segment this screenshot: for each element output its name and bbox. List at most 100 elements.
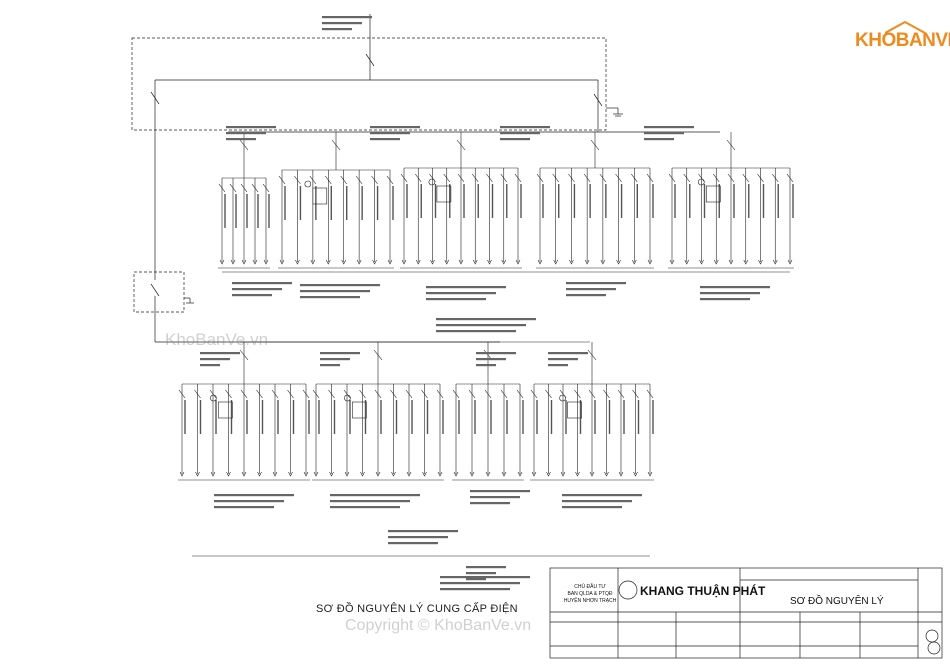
annotation-fineprint (548, 358, 578, 361)
annotation-fineprint (436, 318, 536, 321)
branch-arrow (344, 471, 350, 477)
title-block (549, 567, 943, 659)
branch-arrow (699, 259, 704, 265)
panel-main-breaker (456, 139, 466, 151)
branch-arrow (772, 259, 778, 265)
annotation-fineprint (548, 364, 568, 367)
annotation-fineprint (232, 288, 282, 291)
branch-arrow (437, 471, 443, 477)
lower-switchboard-frame (133, 271, 185, 313)
branch-arrow (618, 471, 624, 477)
annotation-fineprint (320, 358, 350, 361)
title-block-frame (549, 567, 943, 659)
branch-arrow (485, 471, 491, 477)
branch-arrow (313, 471, 319, 477)
annotation-fineprint (226, 138, 256, 141)
annotation-fineprint (470, 490, 530, 493)
annotation-fineprint (470, 502, 510, 505)
branch-arrow (600, 259, 606, 265)
branch-arrow (310, 259, 316, 265)
annotation-fineprint (700, 286, 770, 289)
annotation-fineprint (500, 138, 530, 141)
branch-arrow (743, 259, 749, 265)
annotation-fineprint (232, 294, 272, 297)
branch-arrow (341, 259, 346, 265)
annotation-fineprint (214, 506, 274, 509)
house-roof-icon (885, 20, 926, 34)
branch-arrow (531, 471, 537, 477)
branch-arrow (230, 259, 236, 265)
annotation-fineprint (232, 282, 292, 285)
branch-arrow (453, 471, 459, 477)
branch-arrow (517, 471, 523, 477)
annotation-fineprint (322, 22, 362, 25)
annotation-fineprint (322, 16, 372, 19)
meter-box (705, 185, 721, 203)
annotation-fineprint (440, 588, 510, 591)
branch-arrow (758, 259, 763, 265)
annotation-fineprint (200, 358, 230, 361)
annotation-fineprint (436, 330, 516, 333)
annotation-fineprint (476, 364, 496, 367)
branch-arrow (415, 259, 421, 265)
branch-arrow (252, 259, 258, 265)
panel-main-breaker (239, 349, 249, 361)
branch-arrow (179, 471, 185, 477)
annotation-fineprint (330, 494, 420, 497)
annotation-fineprint (322, 28, 352, 31)
annotation-fineprint (200, 364, 220, 367)
panel-main-breaker (587, 349, 597, 361)
panel-main-breaker (239, 139, 249, 151)
current-transformer (559, 394, 566, 402)
annotation-fineprint (320, 352, 360, 355)
annotation-fineprint (466, 572, 496, 575)
branch-arrow (430, 259, 435, 265)
current-transformer (428, 178, 436, 186)
branch-arrow (279, 259, 285, 265)
branch-arrow (241, 471, 247, 477)
annotation-fineprint (500, 132, 540, 135)
sheet-number-circle (925, 629, 939, 643)
annotation-fineprint (226, 126, 276, 129)
annotation-fineprint (476, 358, 506, 361)
branch-arrow (728, 259, 734, 265)
annotation-fineprint (226, 132, 266, 135)
branch-arrow (575, 471, 580, 477)
branch-arrow (684, 259, 690, 265)
branch-arrow (713, 259, 719, 265)
meter-box (312, 187, 328, 205)
annotation-fineprint (370, 126, 420, 129)
annotation-fineprint (300, 284, 380, 287)
branch-arrow (604, 471, 609, 477)
branch-arrow (263, 259, 269, 265)
annotation-fineprint (214, 494, 294, 497)
branch-arrow (422, 471, 427, 477)
annotation-fineprint (644, 138, 674, 141)
branch-arrow (501, 471, 507, 477)
panel-main-breaker (726, 139, 736, 151)
annotation-fineprint (476, 352, 516, 355)
branch-arrow (195, 471, 200, 477)
right-feeder-breaker (593, 93, 603, 107)
branch-arrow (444, 259, 450, 265)
branch-arrow (487, 259, 492, 265)
branch-arrow (295, 259, 300, 265)
annotation-fineprint (566, 282, 626, 285)
branch-arrow (219, 259, 225, 265)
branch-arrow (326, 259, 331, 265)
annotation-fineprint (370, 132, 410, 135)
branch-arrow (372, 259, 377, 265)
current-transformer (304, 180, 312, 188)
annotation-fineprint (388, 530, 458, 533)
branch-arrow (406, 471, 412, 477)
annotation-fineprint (388, 536, 448, 539)
branch-arrow (787, 259, 793, 265)
branch-arrow (387, 259, 393, 265)
current-transformer (697, 178, 705, 186)
branch-arrow (210, 471, 216, 477)
branch-arrow (401, 259, 407, 265)
branch-arrow (546, 471, 551, 477)
lower-board-breaker (150, 283, 160, 297)
